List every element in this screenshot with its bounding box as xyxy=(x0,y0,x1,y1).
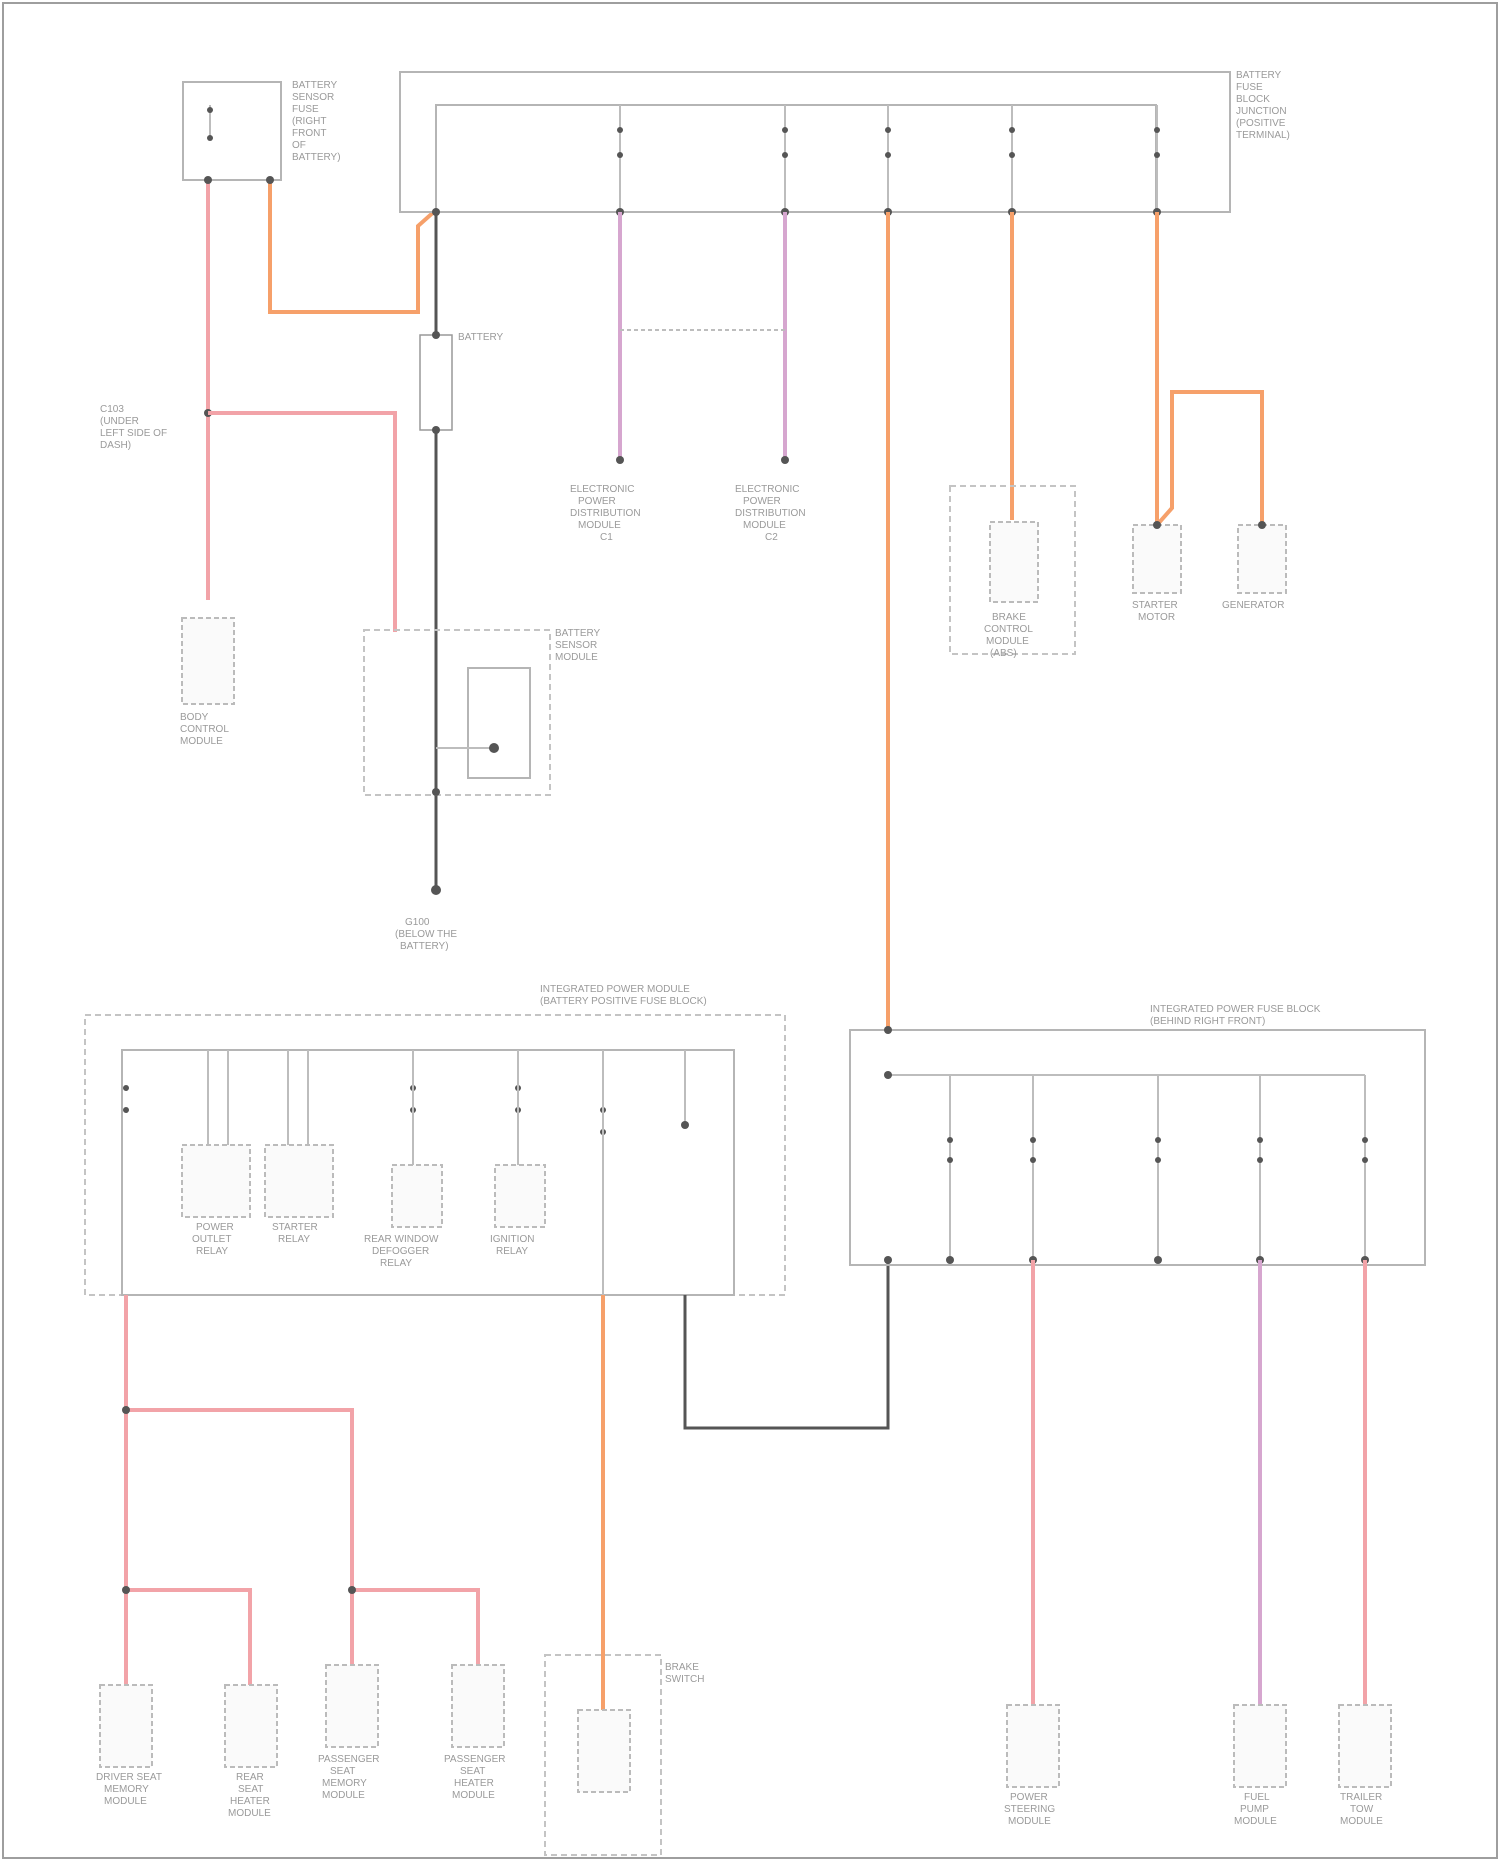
power-steering-module xyxy=(1007,1705,1059,1787)
generator-label: GENERATOR xyxy=(1222,600,1284,611)
power-outlet-relay xyxy=(182,1145,250,1217)
wire-junction-to-sensor xyxy=(208,413,395,632)
battery-fuse-box xyxy=(183,82,281,180)
passenger-seat-memory-module xyxy=(326,1665,378,1747)
wire-ground-link xyxy=(685,1260,888,1428)
wire-to-starter xyxy=(1157,212,1262,525)
generator xyxy=(1238,525,1286,593)
diagram-frame xyxy=(3,3,1497,1858)
ipm-right-label: INTEGRATED POWER FUSE BLOCK(BEHIND RIGHT… xyxy=(1150,1004,1321,1027)
wire-seat-branch xyxy=(126,1410,352,1685)
trailer-tow-module xyxy=(1339,1705,1391,1787)
wire-fuse-to-junction xyxy=(270,180,436,312)
battery-sensor-inner xyxy=(468,668,530,778)
fuse-icon xyxy=(123,1085,606,1135)
fuel-pump-module xyxy=(1234,1705,1286,1787)
integrated-power-module-label: INTEGRATED POWER MODULE(BATTERY POSITIVE… xyxy=(540,984,707,1007)
rear-defogger-relay xyxy=(392,1165,442,1227)
integrated-power-fuse-block xyxy=(850,1030,1425,1265)
driver-seat-memory-module xyxy=(100,1685,152,1767)
passenger-seat-heater-module xyxy=(452,1665,504,1747)
fuse-icon xyxy=(207,105,213,141)
body-control-module xyxy=(182,618,234,704)
brake-control-module xyxy=(990,522,1038,602)
wire-rear-heater xyxy=(126,1590,250,1690)
battery-sensor-module xyxy=(364,630,550,795)
rear-seat-heater-module xyxy=(225,1685,277,1767)
ground-icon xyxy=(431,885,441,895)
fuse-icon xyxy=(617,105,1160,212)
fuse-icon xyxy=(947,1075,1368,1260)
battery-label: BATTERY xyxy=(458,332,504,343)
ignition-relay xyxy=(495,1165,545,1227)
connector-icon xyxy=(681,1121,689,1129)
starter-motor xyxy=(1133,525,1181,593)
fuse-block-junction xyxy=(400,72,1230,212)
brake-switch xyxy=(578,1710,630,1792)
wire-pass-heater xyxy=(352,1590,478,1665)
starter-relay xyxy=(265,1145,333,1217)
fuse-bus xyxy=(436,105,1156,212)
battery-icon xyxy=(420,335,452,430)
